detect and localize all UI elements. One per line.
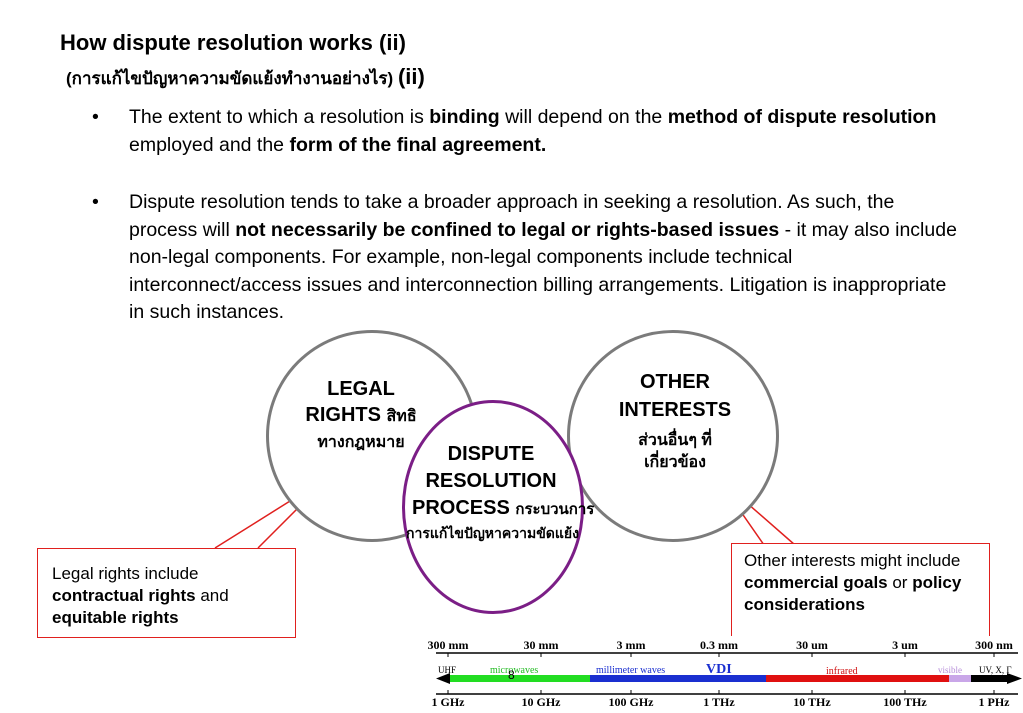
legal-callout-segment: and — [195, 586, 229, 605]
other-callout-segment: commercial goals — [744, 573, 888, 592]
frequency-tick-label: 100 THz — [883, 695, 927, 708]
wavelength-tick-label: 300 nm — [975, 638, 1013, 652]
frequency-tick-label: 1 GHz — [432, 695, 466, 708]
legal-callout-segment: Legal rights include — [52, 564, 199, 583]
band-uvx — [971, 675, 1007, 682]
slide-title: How dispute resolution works (ii) — [60, 30, 406, 55]
wavelength-tick-label: 0.3 mm — [700, 638, 738, 652]
frequency-ticks: 1 GHz 10 GHz 100 GHz 1 THz 10 THz 100 THz 1 PH… — [432, 690, 1011, 709]
bullet1-segment: form of the final agreement. — [289, 133, 547, 156]
bullet1-segment: binding — [429, 106, 500, 128]
other-thai2: เกี่ยวข้อง — [644, 454, 706, 471]
frequency-tick-label: 1 THz — [703, 695, 735, 708]
other-callout-segment: Other interests might include — [744, 551, 961, 570]
wavelength-tick-label: 30 um — [796, 638, 828, 652]
bullet1-segment: will depend on the — [499, 106, 668, 128]
other-interests-label: OTHER INTERESTS ส่วนอื่นๆ ที่ เกี่ยวข้อง — [585, 368, 765, 474]
band-microwaves — [450, 675, 590, 682]
frequency-tick-label: 1 PHz — [979, 695, 1011, 708]
label-mmw: millimeter waves — [596, 665, 665, 676]
dispute-line4-thai: การแก้ไขปัญหาความขัดแย้ง — [406, 525, 579, 541]
wavelength-tick-label: 30 mm — [524, 638, 559, 652]
subtitle-thai: (การแก้ไขปัญหาความขัดแย้งทำงานอย่างไร) — [66, 69, 394, 88]
legal-line3-thai: ทางกฎหมาย — [317, 434, 405, 451]
wavelength-tick-label: 3 mm — [617, 638, 646, 652]
label-infrared: infrared — [826, 666, 858, 677]
bullet1-segment: method of dispute resolution — [667, 106, 937, 128]
other-line2: INTERESTS — [618, 399, 732, 421]
dispute-process-label: DISPUTE RESOLUTION PROCESS กระบวนการ การ… — [396, 441, 636, 543]
legal-rights-callout: Legal rights include contractual rights … — [37, 548, 296, 638]
bullet2-segment: Dispute resolution tends to take a broad… — [129, 191, 895, 241]
bullet-text-2: Dispute resolution tends to take a broad… — [129, 189, 959, 327]
dispute-line1: DISPUTE — [447, 443, 535, 465]
bullet-marker-2: • — [92, 191, 99, 213]
legal-callout-segment: contractual rights — [52, 586, 196, 605]
dispute-process-thai: กระบวนการ — [515, 501, 595, 518]
wavelength-ticks: 300 mm 30 mm 3 mm 0.3 mm 30 um 3 um 300 nm — [428, 638, 1013, 657]
band-visible — [949, 675, 971, 682]
bullet-text-1: The extent to which a resolution is bind… — [129, 104, 959, 159]
frequency-tick-label: 100 GHz — [609, 695, 655, 708]
dispute-resolution-circle — [402, 400, 584, 614]
legal-line1: LEGAL — [327, 378, 395, 400]
legal-rights-label: LEGAL RIGHTS สิทธิ ทางกฎหมาย — [266, 376, 456, 456]
label-visible: visible — [938, 665, 962, 675]
other-callout-segment: or — [887, 573, 913, 592]
label-microwaves: microwaves — [490, 665, 538, 676]
band-millimeter — [590, 675, 766, 682]
bullet1-segment: employed and the — [129, 133, 290, 156]
band-infrared — [766, 675, 949, 682]
dispute-process-word: PROCESS — [412, 497, 510, 519]
spectrum-svg: 300 mm 30 mm 3 mm 0.3 mm 30 um 3 um 300 nm 1 G… — [428, 638, 1022, 709]
subtitle-suffix: (ii) — [397, 64, 425, 89]
bullet1-segment: The extent to which a resolution is — [129, 106, 430, 128]
bullet2-segment: - it may also include non-legal componen… — [129, 218, 957, 324]
label-vdi: VDI — [706, 662, 732, 677]
other-callout-segment: policy considerations — [744, 573, 962, 614]
legal-rights-thai: สิทธิ — [386, 408, 417, 425]
other-interests-circle — [567, 330, 779, 542]
other-thai1: ส่วนอื่นๆ ที่ — [638, 432, 712, 449]
wavelength-tick-label: 3 um — [892, 638, 918, 652]
legal-line2: RIGHTS สิทธิ — [266, 402, 456, 430]
legal-rights-word: RIGHTS — [305, 404, 381, 426]
frequency-tick-label: 10 GHz — [522, 695, 562, 708]
arrow-right-icon — [1007, 673, 1022, 684]
electromagnetic-spectrum-graphic: 300 mm 30 mm 3 mm 0.3 mm 30 um 3 um 300 nm 1 G… — [428, 636, 1023, 709]
dispute-line2: RESOLUTION — [425, 470, 557, 492]
arrow-left-icon — [436, 673, 450, 684]
other-interests-callout: Other interests might include commercial… — [731, 543, 990, 645]
bullet-marker-1: • — [92, 106, 99, 128]
bullet2-segment: not necessarily be confined to legal or … — [235, 218, 780, 241]
label-uvx: UV, X, Γ — [979, 665, 1012, 675]
page-number: 8 — [508, 668, 515, 682]
other-line1: OTHER — [640, 371, 710, 393]
slide-subtitle: (การแก้ไขปัญหาความขัดแย้งทำงานอย่างไร) (… — [66, 64, 425, 92]
label-uhf: UHF — [438, 665, 456, 675]
dispute-line3: PROCESS กระบวนการ — [396, 495, 636, 523]
wavelength-tick-label: 300 mm — [428, 638, 469, 652]
frequency-tick-label: 10 THz — [793, 695, 831, 708]
legal-callout-segment: equitable rights — [52, 608, 179, 627]
